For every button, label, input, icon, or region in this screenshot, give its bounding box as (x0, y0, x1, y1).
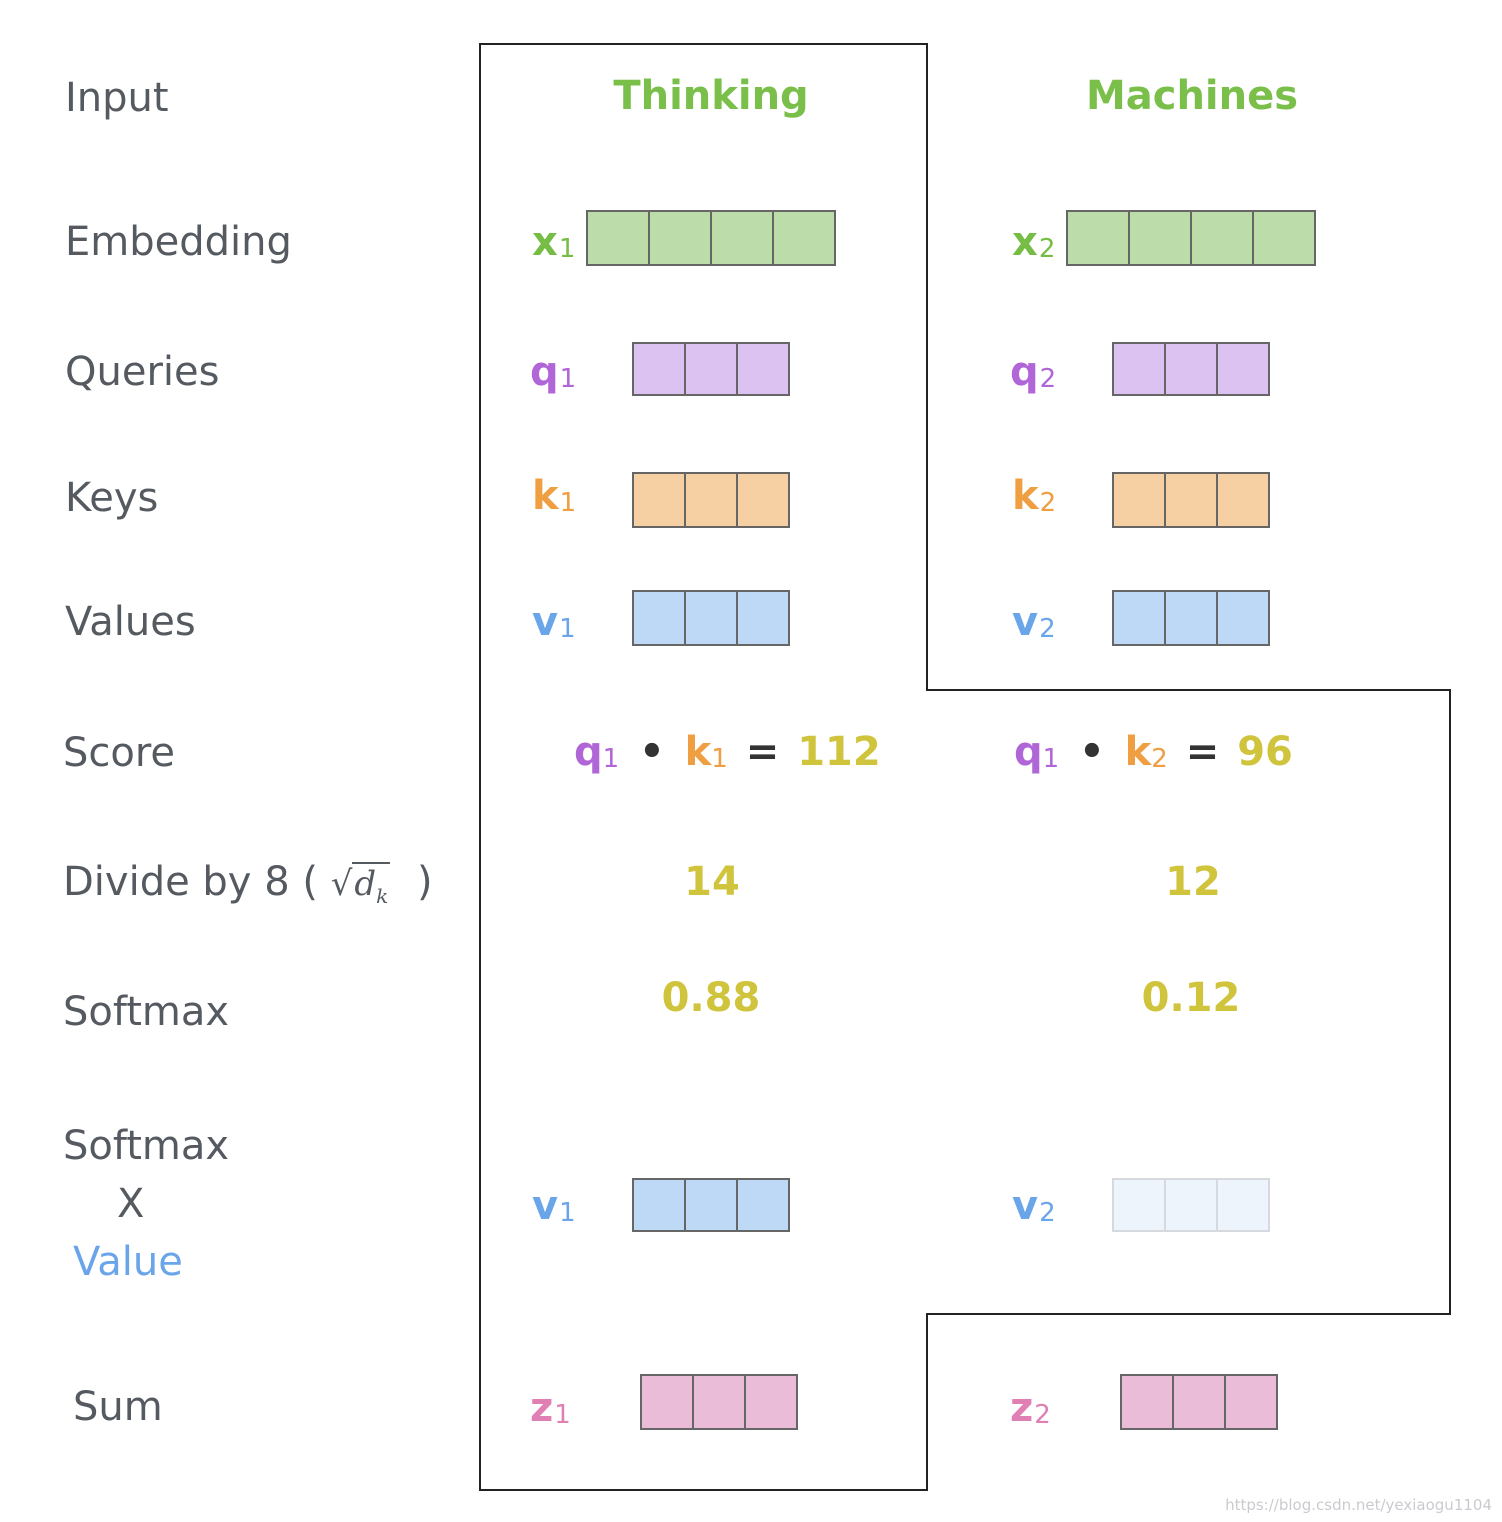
score-expression-1: q1 • k1 = 112 (574, 729, 881, 775)
q2-label: q2 (1010, 349, 1057, 395)
row-label-softmax-x-value-line2: X (117, 1181, 145, 1227)
score-expression-2: q1 • k2 = 96 (1014, 729, 1293, 775)
sqrt-sub: k (376, 883, 389, 908)
score-value-1: 112 (797, 729, 881, 775)
divided-value-2: 12 (1165, 859, 1221, 905)
x2-embedding-vector (1066, 210, 1316, 266)
row-label-divide: Divide by 8 ( √dk ) (63, 862, 433, 906)
score-value-2: 96 (1237, 729, 1293, 775)
row-label-sum: Sum (73, 1384, 163, 1430)
row-label-embedding: Embedding (65, 219, 292, 265)
softmax-value-1: 0.88 (661, 975, 761, 1021)
z2-sum-vector (1120, 1374, 1278, 1430)
row-label-input: Input (65, 75, 169, 121)
v1-weighted-label: v1 (532, 1183, 576, 1229)
row-label-score: Score (63, 730, 176, 776)
watermark: https://blog.csdn.net/yexiaogu1104 (1225, 1496, 1492, 1514)
v2-weighted-label: v2 (1012, 1183, 1056, 1229)
sqrt-dk-formula: √dk (330, 862, 391, 908)
v1-value-vector (632, 590, 790, 646)
divide-suffix: ) (416, 859, 433, 905)
z1-sum-vector (640, 1374, 798, 1430)
k1-key-vector (632, 472, 790, 528)
softmax-value-2: 0.12 (1141, 975, 1241, 1021)
row-label-softmax: Softmax (63, 989, 230, 1035)
q1-query-vector (632, 342, 790, 396)
k2-label: k2 (1012, 473, 1057, 519)
word-machines: Machines (1085, 73, 1299, 119)
word-thinking: Thinking (613, 73, 809, 119)
k2-key-vector (1112, 472, 1270, 528)
row-label-softmax-x-value-line3: Value (73, 1239, 183, 1285)
z2-label: z2 (1010, 1385, 1051, 1431)
v1-weighted-vector (632, 1178, 790, 1232)
v2-value-vector (1112, 590, 1270, 646)
divided-value-1: 14 (684, 859, 740, 905)
v2-label: v2 (1012, 599, 1056, 645)
x1-label: x1 (532, 219, 576, 265)
row-label-keys: Keys (65, 475, 159, 521)
outline-path (479, 43, 1451, 1491)
x1-embedding-vector (586, 210, 836, 266)
q2-query-vector (1112, 342, 1270, 396)
sqrt-var: d (354, 864, 377, 904)
z1-label: z1 (530, 1385, 571, 1431)
x2-label: x2 (1012, 219, 1056, 265)
v1-label: v1 (532, 599, 576, 645)
k1-label: k1 (532, 473, 577, 519)
row-label-queries: Queries (65, 349, 220, 395)
divide-prefix: Divide by 8 ( (63, 859, 318, 905)
v2-weighted-vector (1112, 1178, 1270, 1232)
row-label-values: Values (65, 599, 196, 645)
q1-label: q1 (530, 349, 577, 395)
row-label-softmax-x-value-line1: Softmax (63, 1123, 230, 1169)
